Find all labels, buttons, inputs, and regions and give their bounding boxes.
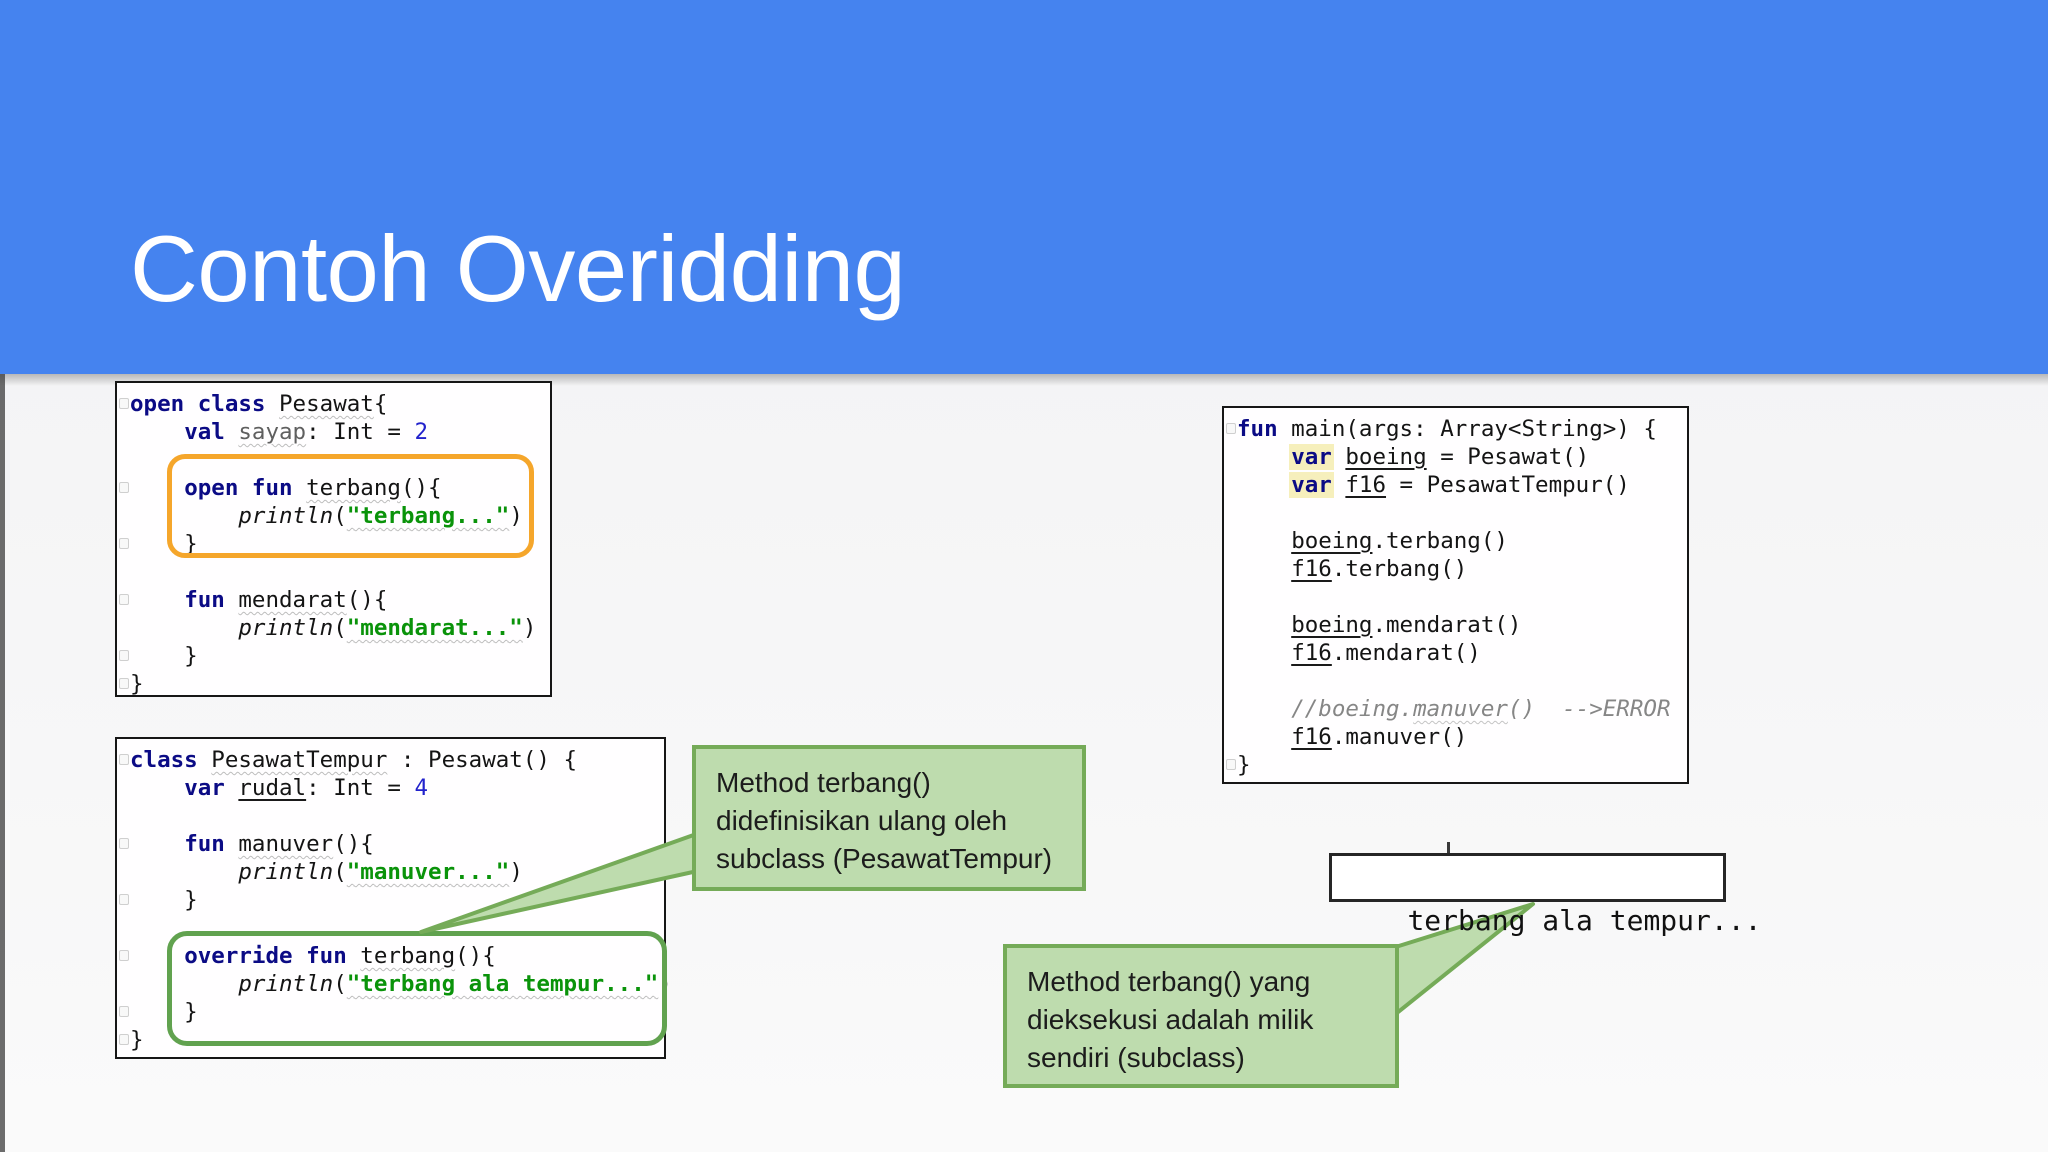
code-fold-marker bbox=[119, 1006, 129, 1017]
code-fold-marker bbox=[119, 650, 129, 661]
code-fold-marker bbox=[119, 594, 129, 605]
callout-text: Method terbang() yang dieksekusi adalah … bbox=[1027, 966, 1314, 1073]
code-fold-marker bbox=[1226, 759, 1236, 770]
code-line: } bbox=[1237, 752, 1251, 778]
cropped-text-artifact bbox=[1447, 842, 1450, 854]
code-line: open class Pesawat{ bbox=[130, 391, 388, 417]
code-fold-marker bbox=[119, 754, 129, 765]
console-output-box: terbang ala tempur... bbox=[1329, 853, 1761, 937]
code-block-pesawat-class: open class Pesawat{ val sayap: Int = 2 o… bbox=[115, 381, 552, 697]
code-line: fun manuver(){ bbox=[184, 831, 374, 857]
code-line bbox=[1237, 667, 1683, 695]
code-line: boeing.terbang() bbox=[1291, 528, 1508, 554]
code-fold-marker bbox=[119, 950, 129, 961]
code-line: println("mendarat...") bbox=[238, 615, 537, 641]
code-line: var rudal: Int = 4 bbox=[184, 775, 429, 801]
code-line: } bbox=[130, 1027, 144, 1053]
callout-override-definition: Method terbang() didefinisikan ulang ole… bbox=[692, 745, 1086, 891]
code-line: } bbox=[130, 531, 198, 557]
code-line bbox=[1237, 499, 1683, 527]
code-line: } bbox=[130, 999, 198, 1025]
code-line: val sayap: Int = 2 bbox=[184, 419, 429, 445]
code-line: f16.terbang() bbox=[1291, 556, 1468, 582]
code-line: var boeing = Pesawat() bbox=[1289, 444, 1590, 470]
code-fold-marker bbox=[119, 1034, 129, 1045]
code-line bbox=[130, 446, 546, 474]
code-line: println("terbang...") bbox=[238, 503, 523, 529]
code-line: override fun terbang(){ bbox=[184, 943, 496, 969]
page-title: Contoh Overidding bbox=[130, 216, 906, 321]
code-line: } bbox=[130, 643, 198, 669]
code-line: open fun terbang(){ bbox=[184, 475, 442, 501]
code-fold-marker bbox=[1226, 423, 1236, 434]
code-line bbox=[130, 558, 546, 586]
code-line: println("manuver...") bbox=[238, 859, 523, 885]
code-line: class PesawatTempur : Pesawat() { bbox=[130, 747, 578, 773]
code-line: f16.manuver() bbox=[1291, 724, 1468, 750]
code-fold-marker bbox=[119, 894, 129, 905]
code-line: println("terbang ala tempur...") bbox=[238, 971, 672, 997]
code-line: fun main(args: Array<String>) { bbox=[1237, 416, 1657, 442]
code-line: } bbox=[130, 671, 144, 697]
code-fold-marker bbox=[119, 538, 129, 549]
callout-text: Method terbang() didefinisikan ulang ole… bbox=[716, 767, 1053, 874]
code-line: //boeing.manuver() -->ERROR bbox=[1291, 696, 1671, 722]
code-line: f16.mendarat() bbox=[1291, 640, 1481, 666]
code-line bbox=[130, 914, 660, 942]
code-line: var f16 = PesawatTempur() bbox=[1289, 472, 1630, 498]
code-line: } bbox=[130, 887, 198, 913]
code-fold-marker bbox=[119, 838, 129, 849]
code-line: boeing.mendarat() bbox=[1291, 612, 1522, 638]
screen-edge-artifact bbox=[0, 374, 5, 1152]
code-line bbox=[1237, 583, 1683, 611]
callout-executed-method: Method terbang() yang dieksekusi adalah … bbox=[1003, 944, 1399, 1088]
code-line: fun mendarat(){ bbox=[184, 587, 388, 613]
console-output-text: terbang ala tempur... bbox=[1407, 904, 1762, 937]
code-block-main-function: fun main(args: Array<String>) { var boei… bbox=[1222, 406, 1689, 784]
code-fold-marker bbox=[119, 398, 129, 409]
slide-header: Contoh Overidding bbox=[0, 0, 2048, 386]
code-fold-marker bbox=[119, 482, 129, 493]
code-line bbox=[130, 802, 660, 830]
code-block-pesawat-tempur-class: class PesawatTempur : Pesawat() { var ru… bbox=[115, 737, 672, 1059]
code-fold-marker bbox=[119, 678, 129, 689]
